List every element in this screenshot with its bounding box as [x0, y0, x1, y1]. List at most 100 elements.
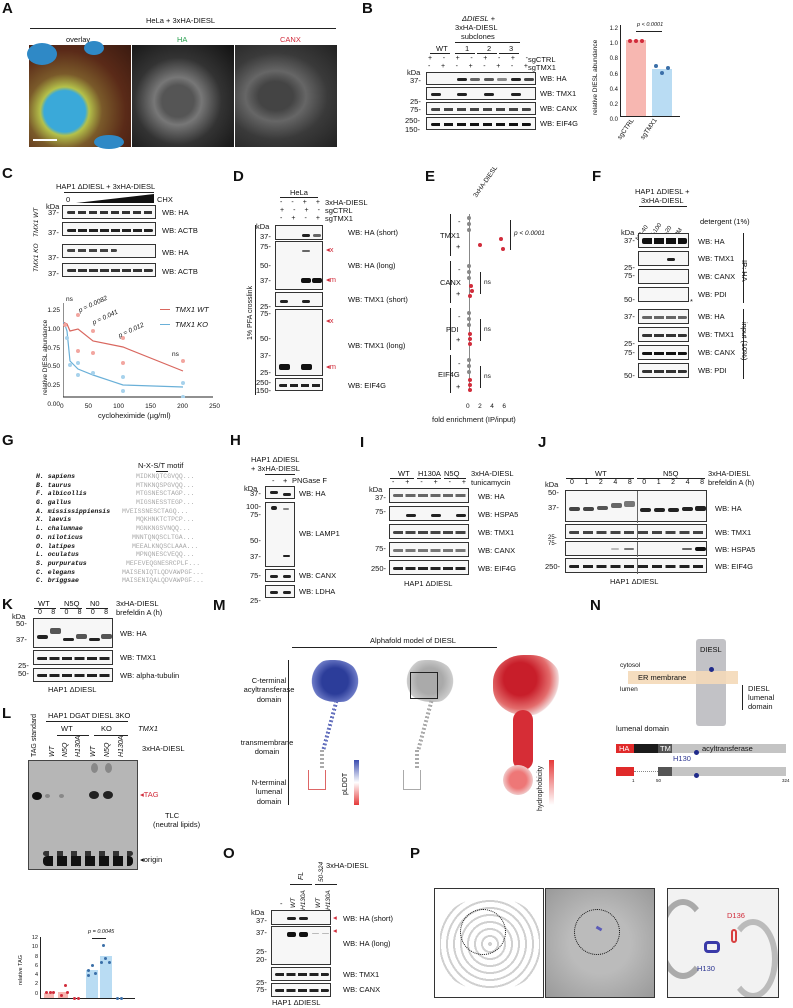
e-group-canx: CANX [440, 278, 461, 287]
e-group-eif4g: EIF4G [438, 370, 460, 379]
c-xlabel: cycloheximide (µg/ml) [98, 411, 171, 420]
k-blot-label: WB: TMX1 [120, 653, 157, 662]
j-kda: kDa [545, 480, 559, 489]
e-dot-plot [430, 200, 540, 420]
e-sign: + [456, 335, 461, 344]
j-blot-label: WB: HSPA5 [715, 545, 756, 554]
j-blot-tmx1 [565, 524, 707, 540]
panel-a-title-rule [30, 28, 336, 29]
b-rule-3 [499, 53, 519, 54]
d-marker: 75- [260, 242, 271, 251]
d-marker: 37- [260, 276, 271, 285]
l-lane: H130A [75, 735, 82, 757]
f-blot-ip-tmx1 [638, 251, 689, 266]
l-tlc-label-2: (neutral lipids) [153, 820, 201, 829]
n-full-construct [616, 744, 786, 753]
c-kda: kDa [46, 202, 60, 211]
panel-letter-m: M [213, 597, 226, 614]
d-row-2: +-+- [280, 207, 320, 214]
k-rule [86, 608, 108, 609]
i-marker: 250- [371, 564, 387, 573]
f-blot-ip-canx [638, 269, 689, 284]
i-blot-label: WB: CANX [478, 546, 516, 555]
h-blot-lamp1 [265, 502, 295, 567]
i-marker: 75- [375, 507, 386, 516]
i-blot-label: WB: EIF4G [478, 564, 516, 573]
e-xlabel: fold enrichment (IP/input) [432, 415, 516, 424]
c-title-rule [64, 192, 154, 193]
n-truncated-ha [616, 767, 634, 776]
o-marker: 20- [256, 955, 267, 964]
b-blot-tmx1 [426, 87, 536, 100]
h-marker: 75- [250, 571, 261, 580]
c-side-wt: TMX1 WT [33, 207, 40, 237]
k-construct: 3xHA-DIESL [116, 599, 159, 608]
d-marker: 25- [260, 302, 271, 311]
b-blot-tmx1-label: WB: TMX1 [540, 89, 577, 98]
l-tlc-label-1: TLC [165, 811, 180, 820]
o-lane: - [280, 899, 283, 908]
d-blot-ha-long [275, 241, 323, 290]
b-rule-wt [430, 53, 450, 54]
f-blot-in-pdi [638, 363, 689, 378]
i-blot-label: WB: HA [478, 492, 505, 501]
scale-bar [33, 139, 57, 141]
c-chx-gradient-wedge [76, 194, 154, 203]
b-marker-250: 250- [405, 116, 421, 125]
panel-letter-n: N [590, 597, 601, 614]
f-blot-label: WB: HA [698, 237, 725, 246]
b-group-wt: WT [436, 44, 448, 53]
f-blot-label: WB: TMX1 [698, 254, 735, 263]
f-kda: kDa [621, 228, 635, 237]
g-motif-rule [156, 471, 168, 472]
e-sign: - [458, 359, 461, 368]
n-lumen: lumen [620, 686, 638, 693]
l-lane: WT [90, 746, 97, 757]
j-blot-label: WB: EIF4G [715, 562, 753, 571]
panel-letter-p: P [410, 845, 421, 862]
e-column-label: 3xHA-DIESL [472, 164, 500, 199]
o-lane: H130A [300, 890, 307, 910]
d-marker: 37- [260, 232, 271, 241]
j-group-wt: WT [595, 469, 607, 478]
c-marker-1: 37- [48, 208, 59, 217]
b-blot-ha [426, 72, 536, 85]
f-input-bracket [743, 309, 744, 379]
c-annot-ns-1: ns [66, 296, 73, 303]
n-membrane-label: ER membrane [638, 673, 687, 682]
h-title-rule [265, 474, 295, 475]
j-marker: 25- [548, 535, 557, 541]
d-arrow-x-2: ◂x [326, 316, 334, 325]
c-legend-ko-swatch [160, 324, 170, 325]
h-blot-lamp1-label: WB: LAMP1 [299, 529, 340, 538]
c-marker-2: 37- [48, 228, 59, 237]
k-rule [60, 608, 82, 609]
f-asterisk: * [690, 297, 693, 306]
h-blot-ha-label: WB: HA [299, 489, 326, 498]
i-blot-canx [389, 542, 469, 557]
d-side-bracket [255, 225, 256, 395]
h-title-2: + 3xHA-DIESL [251, 464, 300, 473]
b-blot-canx [426, 102, 536, 115]
panel-letter-a: A [2, 0, 13, 17]
l-construct: 3xHA-DIESL [142, 744, 185, 753]
panel-letter-k: K [2, 596, 13, 613]
i-kda: kDa [369, 485, 383, 494]
i-blot-ha [389, 488, 469, 503]
k-group-n0: N0 [90, 599, 100, 608]
d-kda: kDa [256, 222, 270, 231]
e-sign: - [458, 265, 461, 274]
b-blot-ha-label: WB: HA [540, 74, 567, 83]
f-input-label: input (10%) [740, 322, 749, 361]
o-marker: 25- [256, 947, 267, 956]
c-legend-wt-swatch [160, 309, 170, 310]
o-blot-label: WB: HA (long) [343, 939, 391, 948]
d-marker: 50- [260, 261, 271, 270]
k-marker: 50- [16, 619, 27, 628]
f-detergent-label: detergent (1%) [700, 217, 750, 226]
channel-label-overlay: overlay [66, 35, 91, 44]
c-blot-ha-ko [62, 244, 156, 258]
